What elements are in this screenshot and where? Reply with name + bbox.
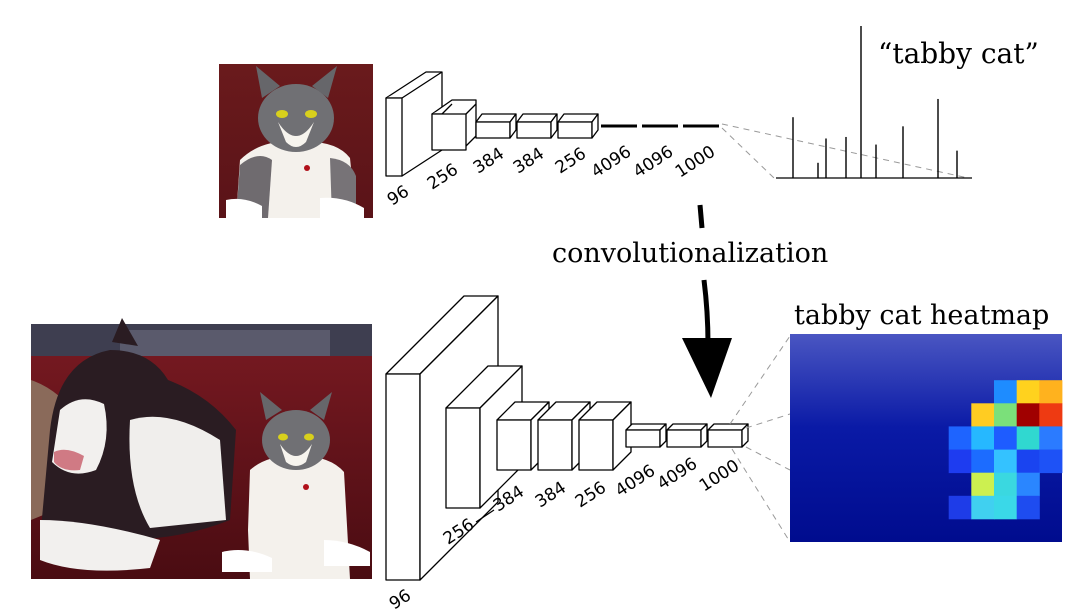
heatmap-cell	[1039, 380, 1063, 404]
heatmap-cell	[948, 449, 972, 474]
top-layer-label: 4096	[588, 142, 635, 182]
bottom-layer-label: 1000	[696, 456, 743, 496]
bottom-layer-label: 4096	[654, 454, 701, 494]
bottom-layer-label: 256	[572, 478, 610, 512]
heatmap-cell	[994, 426, 1018, 450]
heatmap-cell	[1016, 403, 1040, 427]
heatmap-cell	[1016, 426, 1040, 450]
heatmap-cell	[971, 495, 995, 520]
top-output-histogram	[776, 26, 972, 179]
heatmap-cell	[971, 403, 995, 427]
tabby-cat-photo	[219, 64, 373, 218]
heatmap-cell	[994, 495, 1018, 520]
bottom-layer-label: 4096	[612, 461, 659, 501]
heatmap-cell	[1016, 449, 1040, 474]
heatmap-cell	[1016, 495, 1040, 520]
top-layer-label: 384	[510, 144, 548, 178]
bottom-layer-label: 384	[532, 478, 570, 512]
top-conv5-box	[557, 113, 599, 139]
top-network	[385, 71, 969, 179]
bottom-fc6-box	[625, 423, 667, 448]
bottom-layer-label: 96	[386, 586, 415, 613]
tabby-cat-heatmap	[790, 334, 1063, 542]
heatmap-cell	[1016, 472, 1040, 497]
bottom-fc8-box	[707, 423, 749, 448]
heatmap-cell	[994, 380, 1018, 404]
heatmap-cell	[948, 495, 972, 520]
convolutionalization-arrow	[682, 204, 732, 398]
top-output-label: “tabby cat”	[878, 37, 1039, 70]
dog-and-cat-photo	[31, 318, 372, 579]
heatmap-cell	[1039, 426, 1063, 450]
top-conv2-box	[431, 99, 477, 151]
top-conv1-box	[385, 71, 443, 177]
heatmap-cell	[971, 472, 995, 497]
convolutionalization-label: convolutionalization	[552, 238, 828, 269]
bottom-conv5-box	[578, 401, 632, 471]
heatmap-label: tabby cat heatmap	[794, 300, 1049, 331]
top-conv4-box	[516, 113, 558, 139]
top-layer-label: 4096	[630, 142, 677, 182]
heatmap-cell	[994, 449, 1018, 474]
top-layer-label: 96	[384, 182, 413, 211]
heatmap-cell	[948, 426, 972, 450]
bottom-fc7-box	[666, 423, 708, 448]
heatmap-cell	[971, 449, 995, 474]
heatmap-cell	[994, 403, 1018, 427]
heatmap-cell	[1039, 449, 1063, 474]
top-layer-label: 1000	[672, 142, 719, 182]
top-conv3-box	[475, 113, 517, 139]
heatmap-cell	[994, 472, 1018, 497]
top-layer-label: 384	[470, 144, 508, 178]
heatmap-cell	[1016, 380, 1040, 404]
heatmap-cell	[971, 426, 995, 450]
top-layer-label: 256	[552, 144, 590, 178]
top-layer-label: 256	[424, 160, 462, 194]
heatmap-cell	[1039, 403, 1063, 427]
bottom-network	[385, 295, 791, 581]
